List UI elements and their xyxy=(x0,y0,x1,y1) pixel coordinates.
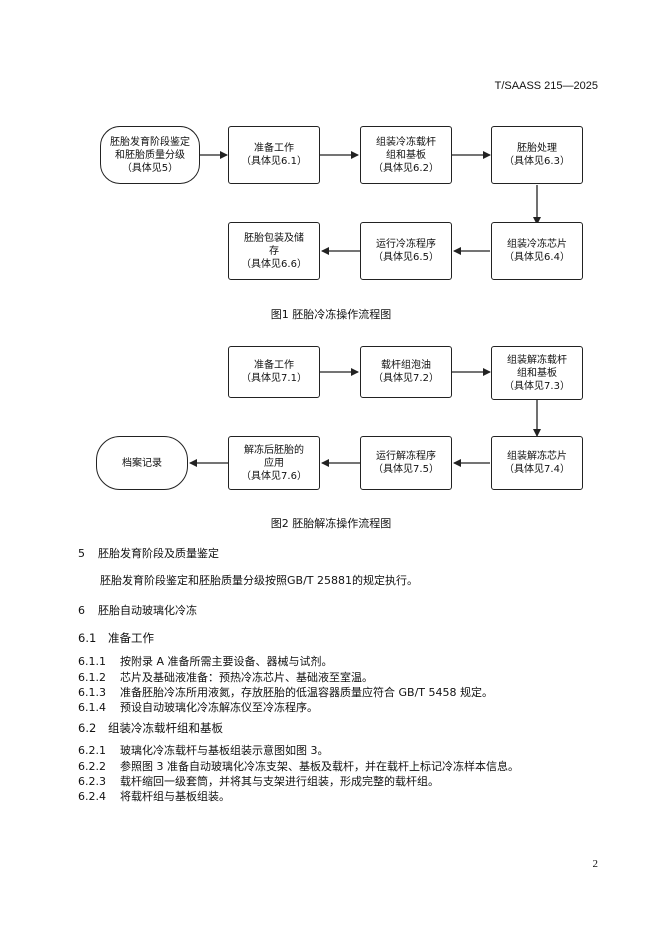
figure2-caption: 图2 胚胎解冻操作流程图 xyxy=(270,517,392,530)
fig1-box-packaging-storage: 胚胎包装及储 存 （具体见6.6） xyxy=(228,222,320,280)
fig1-box-assemble-chip: 组装冷冻芯片 （具体见6.4） xyxy=(491,222,583,280)
fig1-box-quality-assessment: 胚胎发育阶段鉴定 和胚胎质量分级 （具体见5） xyxy=(100,126,200,184)
fig1-box-run-program: 运行冷冻程序 （具体见6.5） xyxy=(360,222,452,280)
fig1-box-embryo-processing: 胚胎处理 （具体见6.3） xyxy=(491,126,583,184)
figure1-caption: 图1 胚胎冷冻操作流程图 xyxy=(270,308,392,321)
fig2-box-assemble-carrier: 组装解冻载杆 组和基板 （具体见7.3） xyxy=(491,346,583,400)
fig2-box-preparation: 准备工作 （具体见7.1） xyxy=(228,346,320,398)
fig2-box-assemble-chip: 组装解冻芯片 （具体见7.4） xyxy=(491,436,583,490)
fig1-box-preparation: 准备工作 （具体见6.1） xyxy=(228,126,320,184)
fig1-box-assemble-carrier: 组装冷冻载杆 组和基板 （具体见6.2） xyxy=(360,126,452,184)
fig2-box-post-thaw-use: 解冻后胚胎的 应用 （具体见7.6） xyxy=(228,436,320,490)
fig2-box-run-program: 运行解冻程序 （具体见7.5） xyxy=(360,436,452,490)
doc-code-header: T/SAASS 215—2025 xyxy=(494,80,598,92)
fig2-box-archive-record: 档案记录 xyxy=(96,436,188,490)
section-5-body: 胚胎发育阶段鉴定和胚胎质量分级按照GB/T 25881的规定执行。 xyxy=(100,574,418,587)
fig2-box-carrier-oil: 载杆组泡油 （具体见7.2） xyxy=(360,346,452,398)
page-number: 2 xyxy=(592,858,599,870)
